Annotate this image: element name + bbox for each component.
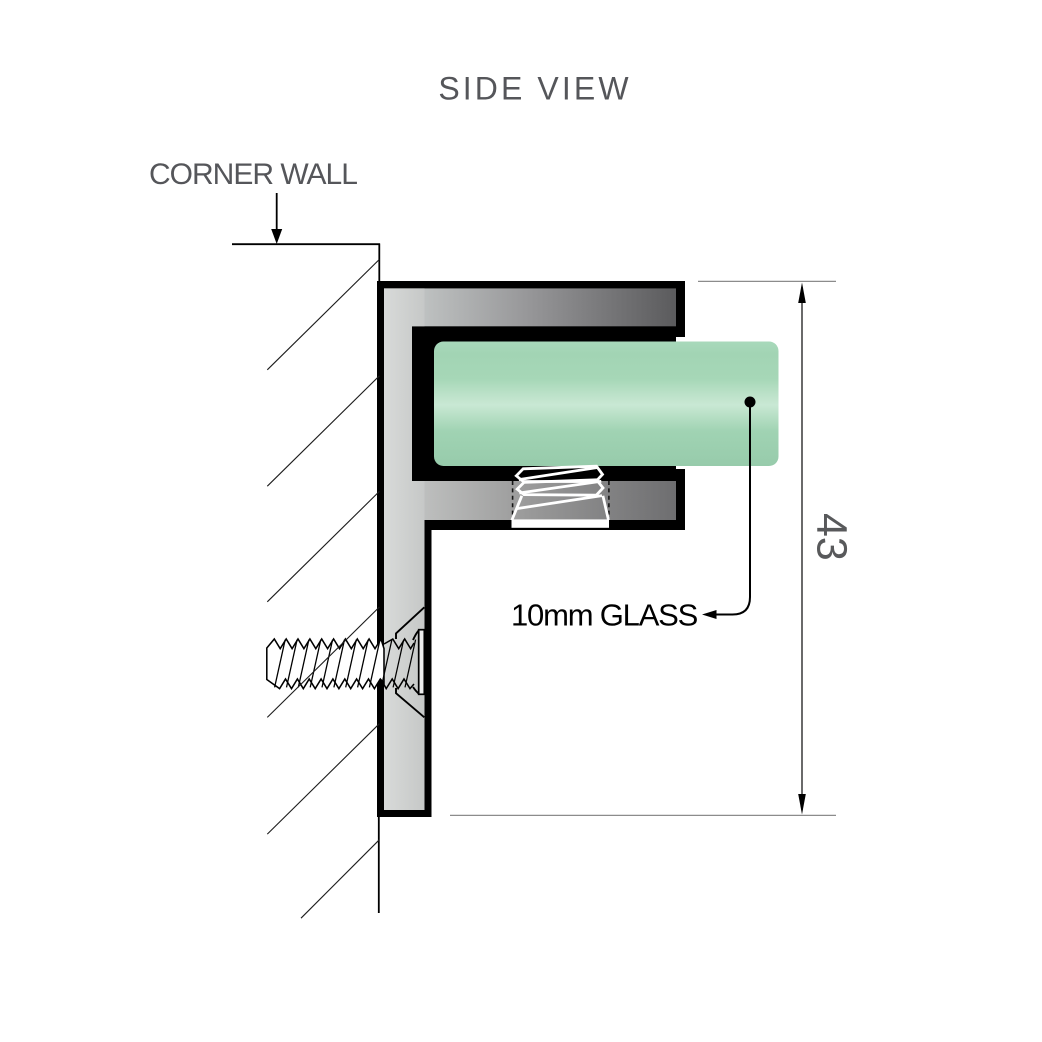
- svg-text:10mm GLASS: 10mm GLASS: [511, 598, 698, 633]
- svg-text:43: 43: [808, 513, 856, 561]
- svg-text:CORNER WALL: CORNER WALL: [149, 158, 357, 191]
- svg-text:SIDE VIEW: SIDE VIEW: [438, 70, 631, 106]
